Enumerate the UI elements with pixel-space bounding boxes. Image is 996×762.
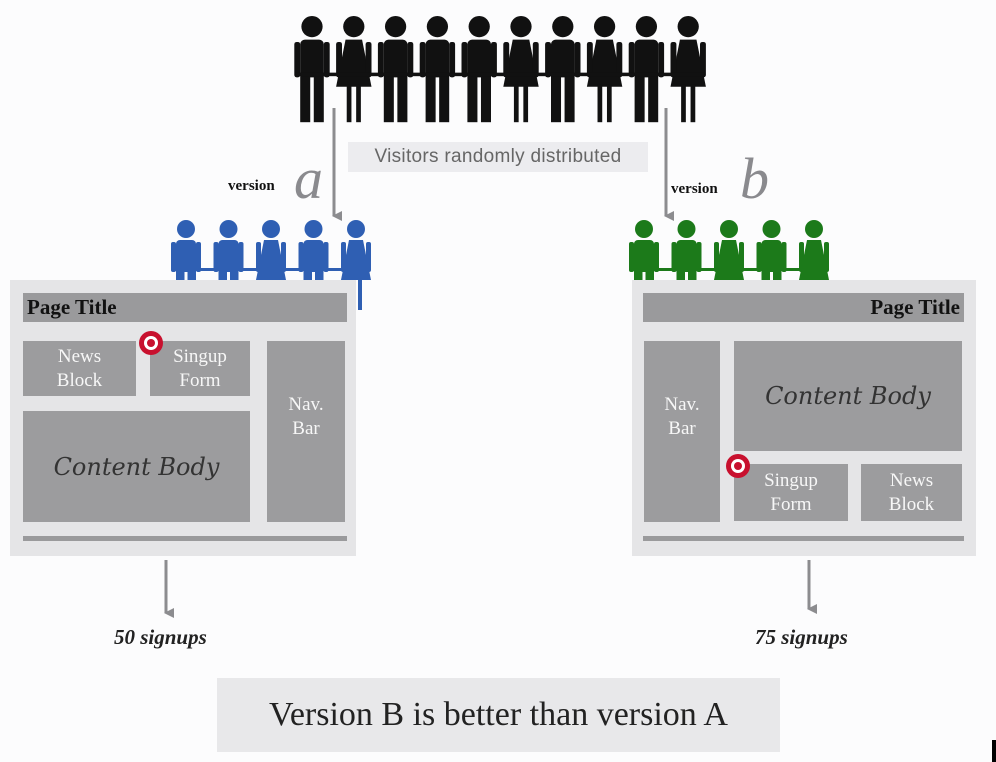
woman-figure-icon	[586, 16, 623, 123]
man-figure-icon	[294, 16, 330, 123]
version-a-title-bar: Page Title	[23, 293, 347, 322]
version-a-signup-form: Singup Form	[150, 341, 250, 396]
version-a-label: version	[228, 178, 275, 194]
version-b-nav-bar: Nav. Bar	[644, 341, 720, 522]
version-a-signups-result: 50 signups	[114, 625, 207, 649]
version-b-nav-bar-label: Nav. Bar	[664, 394, 700, 439]
woman-figure-icon	[670, 16, 706, 123]
man-figure-icon	[628, 16, 665, 123]
version-b-content-body-label: Content Body	[765, 382, 931, 410]
man-figure-icon	[545, 16, 581, 123]
linked-hands	[172, 268, 370, 271]
version-b-signup-form-label: Singup Form	[764, 469, 818, 515]
version-b-page-title: Page Title	[870, 295, 960, 319]
woman-figure-icon	[336, 16, 372, 123]
version-b-click-marker-icon	[726, 454, 750, 478]
man-figure-icon	[461, 16, 497, 123]
version-a-click-marker-icon	[139, 331, 163, 355]
version-a-content-body: Content Body	[23, 411, 250, 522]
version-a-page-mockup: Page Title News Block Singup Form Conten…	[10, 280, 356, 556]
visitors-distribution-banner: Visitors randomly distributed	[348, 142, 648, 172]
conclusion-banner: Version B is better than version A	[217, 678, 780, 752]
version-b-news-block: News Block	[861, 464, 962, 521]
version-b-signups-result: 75 signups	[755, 625, 848, 649]
version-b-label: version	[671, 181, 718, 197]
version-a-page-title: Page Title	[27, 295, 117, 319]
version-b-title-bar: Page Title	[643, 293, 964, 322]
linked-hands	[295, 72, 705, 77]
version-a-signup-form-label: Singup Form	[173, 345, 227, 391]
woman-figure-icon	[503, 16, 539, 123]
man-figure-icon	[377, 16, 414, 123]
version-a-news-block-label: News Block	[56, 345, 103, 391]
version-a-footer-line	[23, 536, 347, 541]
version-b-footer-line	[643, 536, 964, 541]
version-b-content-body: Content Body	[734, 341, 962, 451]
version-a-news-block: News Block	[23, 341, 136, 396]
version-a-content-body-label: Content Body	[53, 452, 220, 481]
man-figure-icon	[419, 16, 456, 123]
linked-hands	[630, 268, 828, 271]
version-a-letter: a	[294, 146, 323, 211]
crowd-of-visitors	[294, 16, 706, 123]
corner-mark	[992, 740, 996, 762]
version-a-nav-bar-label: Nav. Bar	[288, 394, 324, 439]
version-b-signup-form: Singup Form	[734, 464, 848, 521]
version-a-nav-bar: Nav. Bar	[267, 341, 345, 522]
version-b-page-mockup: Page Title Nav. Bar Content Body Singup …	[632, 280, 976, 556]
version-b-letter: b	[740, 146, 769, 211]
version-b-news-block-label: News Block	[888, 469, 935, 515]
